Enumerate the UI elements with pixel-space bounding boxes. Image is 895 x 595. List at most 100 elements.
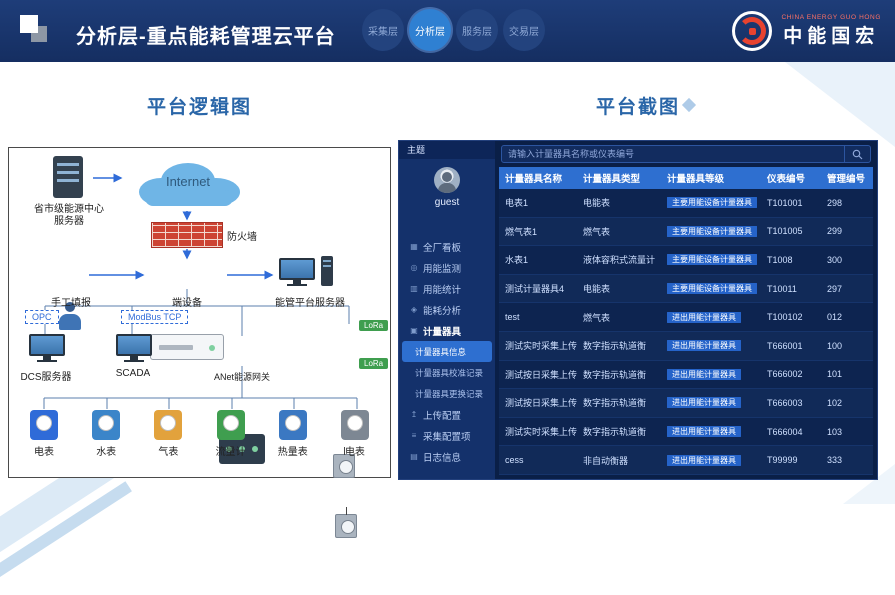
table-cell: 数字指示轨道衡 [583, 341, 647, 352]
nav-layer-circle[interactable]: 分析层 [409, 9, 451, 51]
nav-layer-circle[interactable]: 服务层 [456, 9, 498, 51]
table-cell: 燃气表 [583, 312, 611, 323]
table-cell: 333 [827, 455, 843, 466]
meter-device: 热量表 [266, 410, 320, 458]
edge-device-icon [150, 334, 224, 360]
brand: CHINA ENERGY GUO HONG 中能国宏 [732, 11, 881, 51]
meter-label: 水表 [96, 447, 117, 458]
search-icon[interactable] [844, 146, 870, 162]
sidebar-item[interactable]: ↥上传配置 [399, 404, 495, 425]
left-section-title: 平台逻辑图 [146, 97, 252, 118]
table-cell: 297 [827, 283, 843, 294]
sidebar-item[interactable]: ≡采集配置项 [399, 425, 495, 446]
table-cell: 298 [827, 197, 843, 208]
table-cell: cess [505, 455, 524, 466]
consumption-analysis-icon: ◈ [410, 305, 418, 314]
grade-badge: 进出用能计量器具 [667, 340, 741, 352]
brand-logo-icon [732, 11, 773, 51]
meter-icon [154, 410, 183, 440]
table-cell: 100 [827, 340, 843, 351]
table-cell: 测试实时采集上传2 [505, 427, 577, 438]
search-box[interactable] [501, 145, 871, 163]
sidebar-item-label: 计量器具更换记录 [415, 388, 484, 399]
brand-name-cn: 中能国宏 [783, 26, 880, 47]
sidebar-item-label: 全厂看板 [423, 242, 462, 254]
table-cell: 数字指示轨道衡 [583, 369, 647, 380]
table-cell: test [505, 312, 520, 323]
sidebar-item[interactable]: 计量器具校准记录 [399, 362, 495, 383]
sidebar-item[interactable]: 计量器具更换记录 [399, 383, 495, 404]
meter-label: 气表 [158, 447, 179, 458]
slide-title: 分析层-重点能耗管理云平台 [76, 26, 336, 48]
dcs-label: DCS服务器 [20, 372, 72, 383]
table-cell: 102 [827, 397, 843, 408]
user-avatar[interactable] [434, 167, 460, 193]
meter-device: 流量计 [204, 410, 258, 458]
sidebar-item[interactable]: ▣计量器具 [399, 320, 495, 341]
table-cell: 主要用能设备计量器具 [661, 225, 761, 237]
sidebar-item[interactable]: ◎用能监测 [399, 257, 495, 278]
sidebar-item[interactable]: ▤日志信息 [399, 446, 495, 467]
nav-layer-circle[interactable]: 交易层 [503, 9, 545, 51]
search-input[interactable] [502, 149, 844, 159]
meter-label: 电表 [344, 447, 365, 458]
energy-stats-icon: ▥ [410, 284, 418, 293]
column-header: 计量器具类型 [583, 174, 641, 185]
theme-label: 主题 [399, 141, 495, 159]
table-cell: T101001 [767, 197, 803, 208]
table-cell: T1008 [767, 254, 793, 265]
sidebar-menu: ▦全厂看板◎用能监测▥用能统计◈能耗分析▣计量器具计量器具信息计量器具校准记录计… [399, 236, 495, 467]
platform-server-icon [277, 256, 333, 286]
dcs-server-icon [27, 334, 67, 362]
platform-server-label: 能管平台服务器 [275, 298, 345, 309]
meter-device: 气表 [141, 410, 195, 458]
lora-tag-2: LoRa [359, 358, 389, 369]
grade-badge: 进出用能计量器具 [667, 397, 741, 409]
grade-badge: 进出用能计量器具 [667, 454, 741, 466]
table-cell: 测试按日采集上传 [505, 398, 577, 409]
meter-row: 电表水表气表流量计热量表电表 [17, 410, 382, 458]
grade-badge: 主要用能设备计量器具 [667, 283, 757, 295]
table-cell: 进出用能计量器具 [661, 368, 761, 380]
sidebar-item[interactable]: ◈能耗分析 [399, 299, 495, 320]
table-cell: 101 [827, 369, 843, 380]
table-cell: T666001 [767, 340, 803, 351]
sidebar-item[interactable]: 计量器具信息 [402, 341, 492, 362]
manual-entry-person-icon [57, 302, 83, 332]
sidebar-item[interactable]: ▦全厂看板 [399, 236, 495, 257]
table-cell: 电表1 [505, 198, 529, 209]
sidebar-item-label: 日志信息 [423, 452, 462, 464]
table-cell: 进出用能计量器具 [661, 454, 761, 466]
table-cell: 主要用能设备计量器具 [661, 197, 761, 209]
nav-layer-circle[interactable]: 采集层 [362, 9, 404, 51]
modbus-protocol-label: ModBus TCP [121, 310, 189, 324]
meter-device: 电表 [328, 410, 382, 458]
right-section-title: 平台截图 [595, 97, 680, 118]
table-cell: 主要用能设备计量器具 [661, 283, 761, 295]
firewall-label: 防火墙 [227, 232, 257, 243]
sidebar-item-label: 计量器具信息 [415, 346, 467, 357]
table-cell: T666003 [767, 397, 803, 408]
lora-wireless-meter-icon [333, 447, 355, 478]
manual-entry-label: 手工填报 [51, 298, 91, 309]
nav-circles: 采集层分析层服务层交易层 [362, 9, 545, 51]
table-cell: 103 [827, 426, 843, 437]
grade-badge: 进出用能计量器具 [667, 311, 741, 323]
meter-icon [30, 410, 58, 440]
slide-logo-icon [20, 15, 52, 47]
sidebar-item[interactable]: ▥用能统计 [399, 278, 495, 299]
table-cell: 300 [827, 254, 843, 265]
table-cell: 电能表 [583, 284, 611, 295]
